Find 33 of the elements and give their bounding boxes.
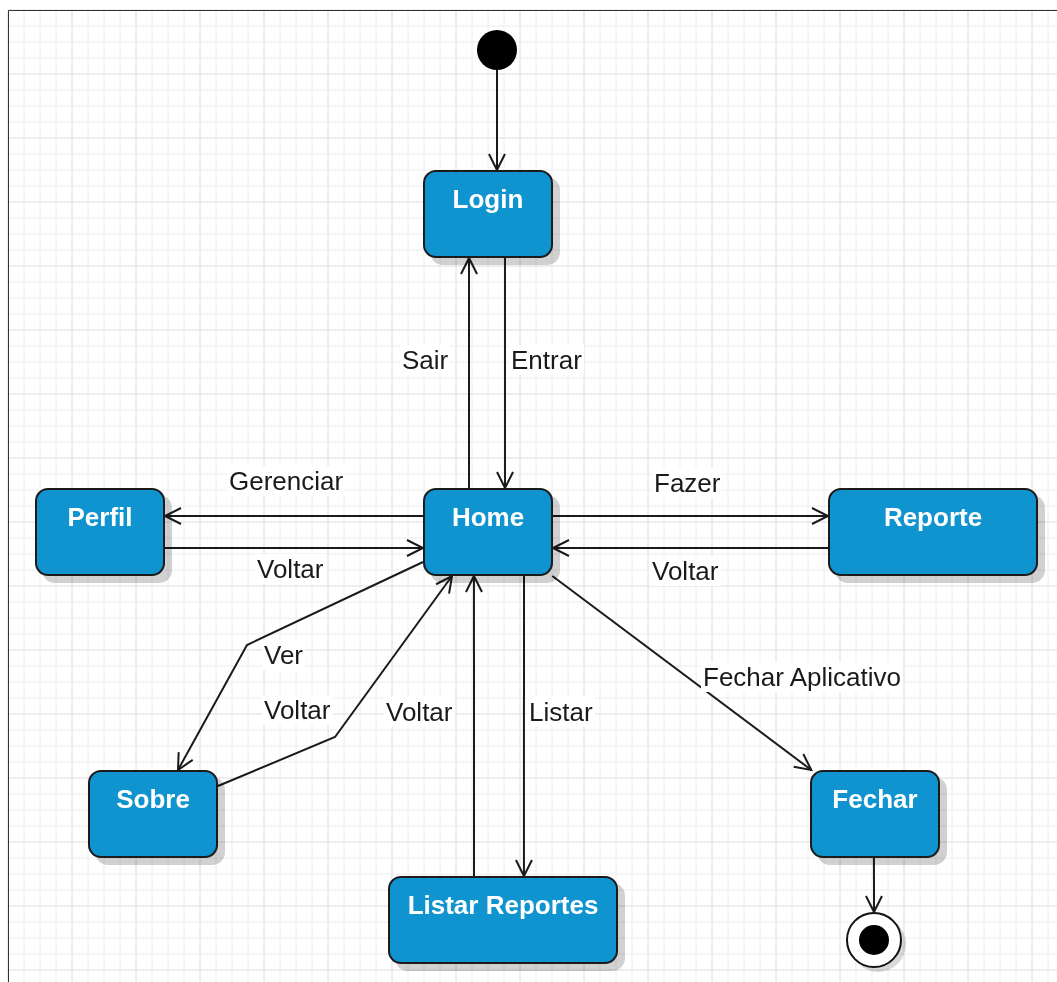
edge-label: Fazer [652,468,723,498]
state-box: Home [423,488,553,576]
transition-arrow [217,575,453,787]
state-box: Login [423,170,553,258]
state-box: Sobre [88,770,218,858]
state-box: Fechar [810,770,940,858]
transition-arrow [487,69,506,171]
transition-arrow [164,539,424,557]
edge-label: Sair [400,345,451,375]
edge-label: Fechar Aplicativo [701,662,903,692]
transition-arrow [552,539,829,557]
edge-label: Entrar [509,345,584,375]
state-box: Reporte [828,488,1038,576]
initial-state-circle [477,30,517,70]
edge-label: Voltar [255,554,326,584]
edge-label: Voltar [650,556,721,586]
edge-label: Voltar [262,695,333,725]
state-box: Perfil [35,488,165,576]
transition-arrow [460,257,478,489]
edge-label: Gerenciar [227,466,346,496]
final-state-circle [846,912,902,968]
transition-arrow [865,857,883,913]
transition-arrow [496,257,515,489]
transition-arrow [464,575,483,877]
edge-label: Ver [262,640,306,670]
transition-arrow [552,507,829,525]
transition-arrow [551,575,813,771]
edge-label: Voltar [384,697,455,727]
transition-arrow [164,507,424,525]
transition-arrow [514,575,533,877]
transition-arrow [176,561,424,771]
state-box: Listar Reportes [388,876,618,964]
edge-label: Listar [527,697,595,727]
